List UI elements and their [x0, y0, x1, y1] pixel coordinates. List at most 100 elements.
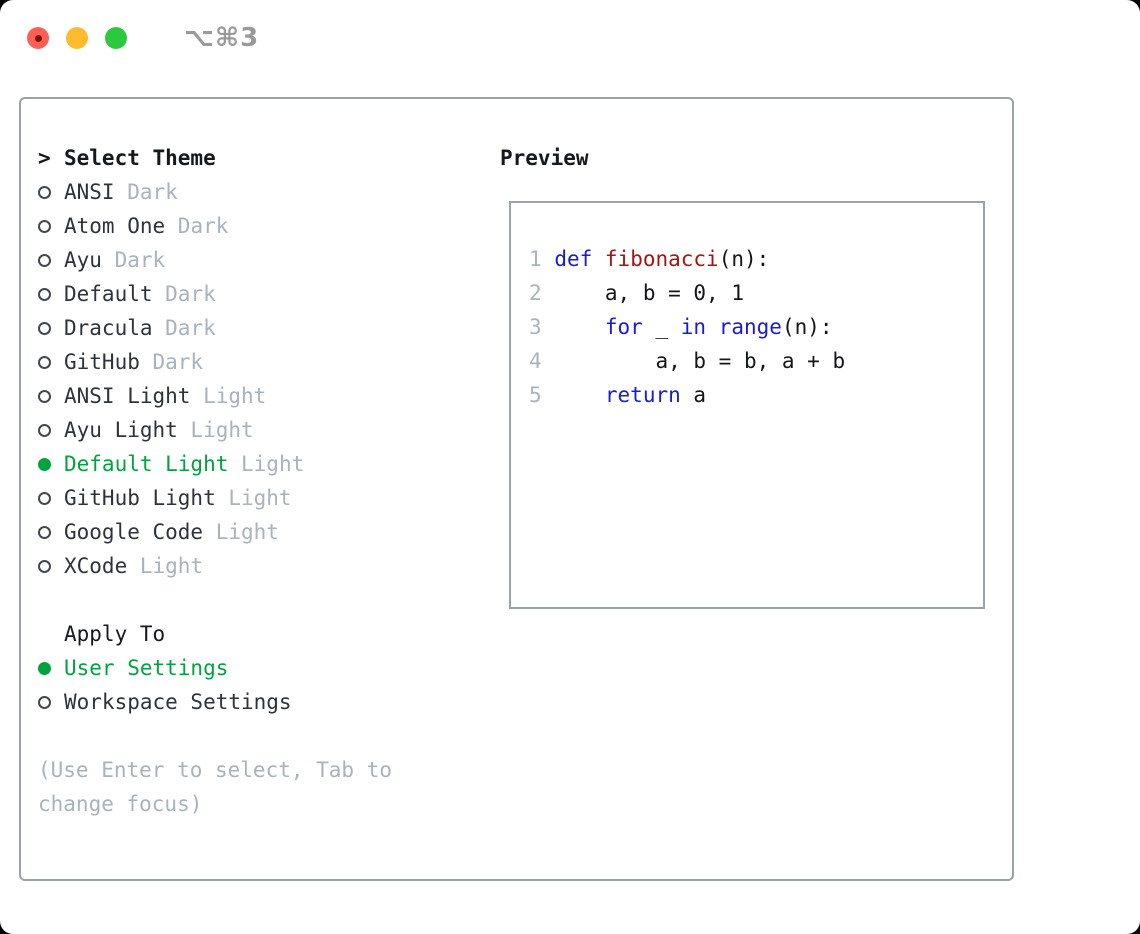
spacer	[529, 412, 983, 446]
theme-option-google-code[interactable]: Google Code Light	[38, 515, 416, 549]
spacer	[38, 583, 416, 617]
theme-label: XCode	[64, 554, 128, 578]
theme-label: ANSI	[64, 180, 115, 204]
radio-marker	[38, 525, 64, 539]
select-theme-title: Select Theme	[64, 146, 216, 170]
theme-variant-tag: Dark	[139, 350, 204, 374]
zoom-button[interactable]	[105, 27, 127, 49]
theme-option-default-light[interactable]: Default Light Light	[38, 447, 416, 481]
theme-label: ANSI Light	[64, 384, 191, 408]
theme-variant-tag: Light	[127, 554, 204, 578]
radio-marker	[38, 185, 64, 199]
theme-variant-tag: Dark	[152, 316, 216, 340]
theme-option-default[interactable]: Default Dark	[38, 277, 416, 311]
radio-marker	[38, 491, 64, 505]
close-dot-icon	[34, 34, 42, 42]
theme-variant-tag: Dark	[114, 180, 178, 204]
theme-label: Ayu	[64, 248, 102, 272]
line-number: 4	[529, 349, 542, 373]
line-number: 1	[529, 247, 542, 271]
theme-option-ayu-light[interactable]: Ayu Light Light	[38, 413, 416, 447]
radio-marker	[38, 287, 64, 301]
radio-selected-icon	[38, 457, 51, 471]
theme-variant-tag: Light	[215, 486, 292, 510]
window-title: ⌥⌘3	[184, 23, 260, 53]
code-token: (n):	[781, 315, 833, 339]
theme-label: Dracula	[64, 316, 153, 340]
radio-unselected-icon	[38, 185, 51, 199]
code-token	[706, 315, 719, 339]
preview-title: Preview	[500, 146, 589, 170]
theme-variant-tag: Dark	[152, 282, 216, 306]
theme-variant-tag: Light	[190, 384, 267, 408]
spacer	[38, 719, 416, 753]
radio-unselected-icon	[38, 695, 51, 709]
select-theme-header: > Select Theme	[38, 141, 416, 175]
apply-to-header: Apply To	[38, 617, 416, 651]
radio-unselected-icon	[38, 559, 51, 573]
theme-label: Default Light	[64, 452, 229, 476]
theme-option-ayu[interactable]: Ayu Dark	[38, 243, 416, 277]
radio-marker	[38, 695, 64, 709]
apply-option-user-settings[interactable]: User Settings	[38, 651, 416, 685]
radio-marker	[38, 253, 64, 267]
radio-marker	[38, 321, 64, 335]
theme-option-atom-one[interactable]: Atom One Dark	[38, 209, 416, 243]
apply-option-workspace-settings[interactable]: Workspace Settings	[38, 685, 416, 719]
radio-unselected-icon	[38, 253, 51, 267]
minimize-button[interactable]	[66, 27, 88, 49]
close-button[interactable]	[27, 27, 49, 49]
theme-option-ansi-light[interactable]: ANSI Light Light	[38, 379, 416, 413]
code-token	[592, 247, 605, 271]
theme-variant-tag: Light	[177, 418, 254, 442]
line-number: 2	[529, 281, 542, 305]
radio-marker	[38, 389, 64, 403]
theme-variant-tag: Dark	[165, 214, 229, 238]
radio-selected-icon	[38, 661, 51, 675]
radio-marker	[38, 219, 64, 233]
radio-unselected-icon	[38, 321, 51, 335]
code-token: return	[604, 383, 681, 407]
code-line: 3 for _ in range(n):	[529, 310, 983, 344]
theme-label: GitHub	[64, 350, 140, 374]
radio-unselected-icon	[38, 287, 51, 301]
titlebar: ⌥⌘3	[27, 23, 260, 53]
theme-label: Ayu Light	[64, 418, 178, 442]
radio-unselected-icon	[38, 491, 51, 505]
code-token: fibonacci	[604, 247, 719, 271]
code-token: def	[554, 247, 593, 271]
radio-marker	[38, 559, 64, 573]
line-number: 5	[529, 383, 542, 407]
radio-unselected-icon	[38, 355, 51, 369]
radio-unselected-icon	[38, 525, 51, 539]
theme-option-github[interactable]: GitHub Dark	[38, 345, 416, 379]
hint-text: (Use Enter to select, Tab to change focu…	[38, 758, 393, 816]
apply-option-label: User Settings	[64, 656, 229, 680]
code-token: in	[680, 315, 707, 339]
code-token	[554, 315, 605, 339]
theme-variant-tag: Light	[228, 452, 305, 476]
code-line: 2 a, b = 0, 1	[529, 276, 983, 310]
theme-label: Default	[64, 282, 153, 306]
theme-variant-tag: Dark	[101, 248, 166, 272]
code-token: (n):	[718, 247, 770, 271]
theme-option-github-light[interactable]: GitHub Light Light	[38, 481, 416, 515]
code-token: for	[604, 315, 643, 339]
radio-marker	[38, 661, 64, 675]
apply-to-title: Apply To	[64, 622, 166, 646]
code-line: 5 return a	[529, 378, 983, 412]
theme-option-dracula[interactable]: Dracula Dark	[38, 311, 416, 345]
theme-option-xcode[interactable]: XCode Light	[38, 549, 416, 583]
theme-option-ansi[interactable]: ANSI Dark	[38, 175, 416, 209]
apply-option-label: Workspace Settings	[64, 690, 292, 714]
radio-unselected-icon	[38, 423, 51, 437]
radio-unselected-icon	[38, 219, 51, 233]
code-line: 1 def fibonacci(n):	[529, 242, 983, 276]
code-token	[554, 383, 605, 407]
